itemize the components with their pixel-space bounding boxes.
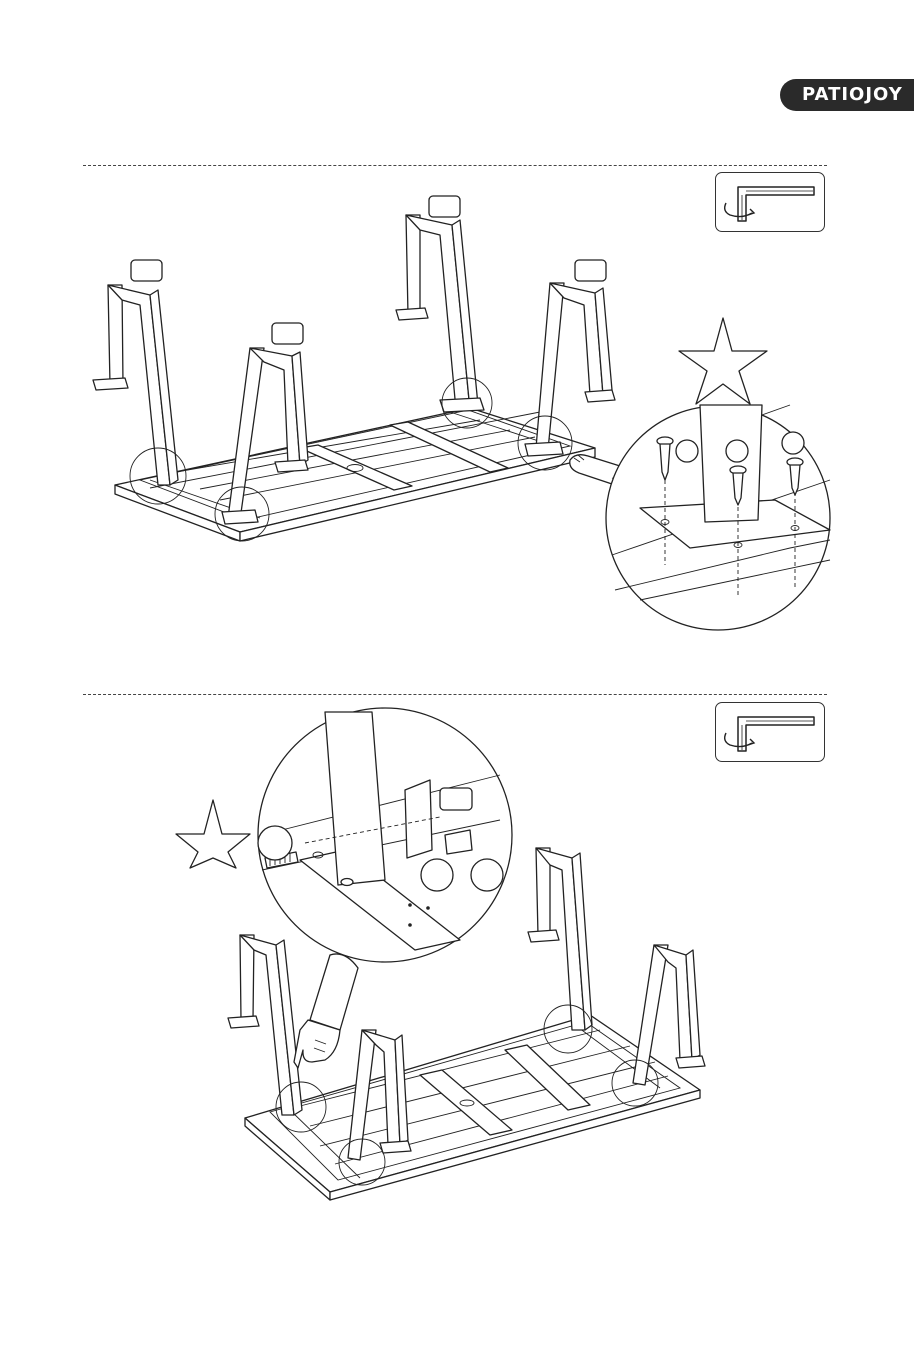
- part-callout-circle: [676, 440, 698, 462]
- zoom-detail-bracket: [258, 708, 512, 962]
- table-leg-back-left: [93, 285, 178, 485]
- pointing-hand-icon: [294, 954, 358, 1068]
- section-divider-bottom: [83, 694, 827, 695]
- patiojoy-logo: PATIOJOY: [780, 79, 914, 111]
- part-callout-circle: [726, 440, 748, 462]
- table-leg-front-right: [525, 283, 615, 456]
- part-tag-leg-3: [429, 196, 460, 217]
- table-leg-back-left-lower: [228, 935, 302, 1115]
- star-icon: [679, 318, 767, 404]
- table-leg-back-right: [396, 215, 484, 412]
- part-callout-circle: [471, 859, 503, 891]
- part-tag-leg-1: [131, 260, 162, 281]
- part-callout-circle: [421, 859, 453, 891]
- assembly-diagram-upper: [0, 195, 914, 645]
- part-tag-leg-2: [272, 323, 303, 344]
- table-leg-front-right-lower: [633, 945, 705, 1085]
- part-callout-circle: [782, 432, 804, 454]
- table-leg-back-right-lower: [528, 848, 592, 1030]
- assembly-diagram-lower: [0, 700, 914, 1220]
- section-divider-top: [83, 165, 827, 166]
- zoom-detail-screws: [606, 405, 830, 630]
- star-icon: [176, 800, 250, 868]
- logo-text: PATIOJOY: [802, 84, 903, 105]
- part-tag-bracket: [440, 788, 472, 810]
- part-tag-leg-4: [575, 260, 606, 281]
- part-callout-circle: [258, 826, 292, 860]
